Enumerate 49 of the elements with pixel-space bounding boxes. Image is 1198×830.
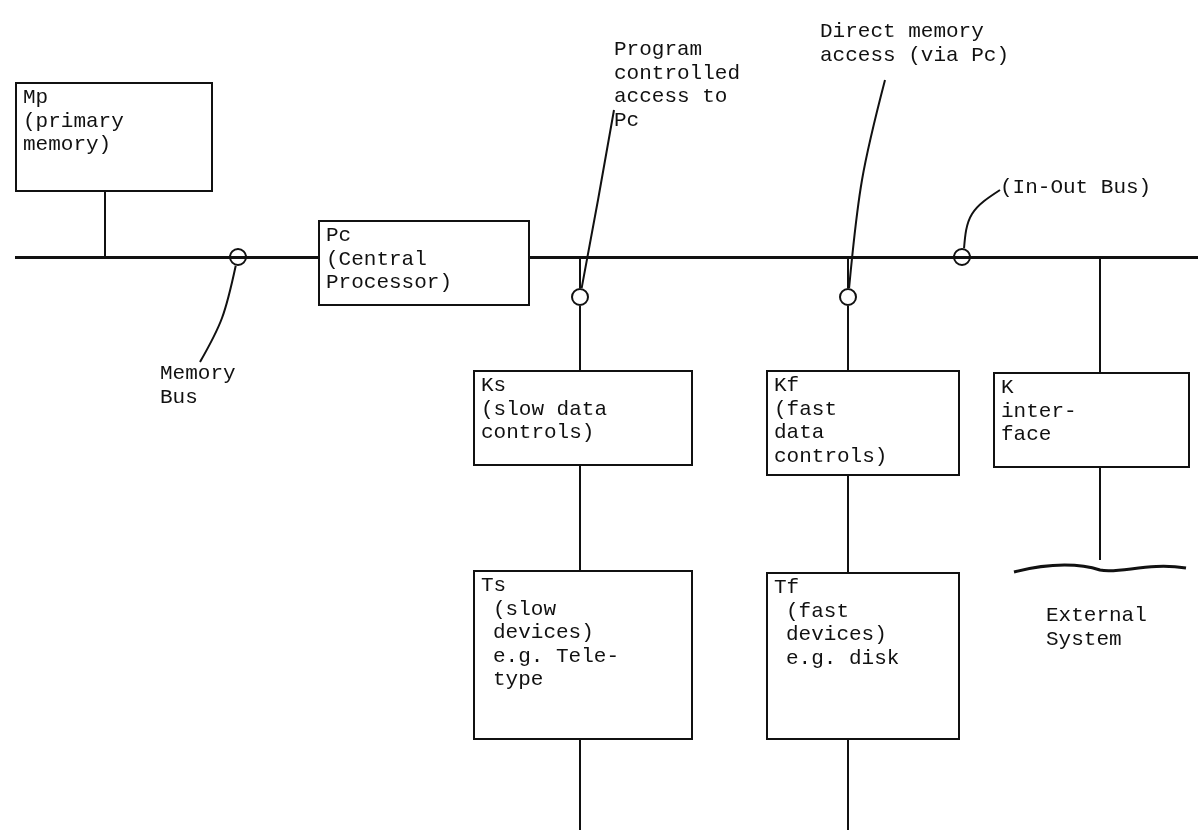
connector-line: [579, 258, 581, 289]
component-box: [766, 370, 960, 476]
connector-line: [579, 739, 581, 830]
component-symbol: Mp: [23, 86, 50, 110]
system-label: External System: [1046, 604, 1148, 652]
component-symbol: Tf: [774, 576, 801, 600]
annotation-text: Program controlled access to Pc: [614, 38, 764, 158]
component-symbol: Pc: [326, 224, 353, 248]
port-circle: [229, 248, 247, 266]
connector-line: [579, 465, 581, 571]
component-description: e.g. disk: [786, 646, 901, 671]
annotation-text: Direct memory access (via Pc): [820, 20, 1035, 80]
bus-line: [15, 256, 318, 259]
leader-line: [848, 79, 886, 290]
leader-line: [199, 264, 237, 363]
annotation-text: (In-Out Bus): [1000, 176, 1190, 206]
port-circle: [839, 288, 857, 306]
port-circle: [571, 288, 589, 306]
component-symbol: Ks: [481, 374, 508, 398]
connector-line: [847, 258, 849, 289]
component-description: (slow data controls): [481, 397, 609, 445]
leader-line: [963, 189, 1001, 250]
component-description: inter- face: [1001, 399, 1078, 447]
connector-line: [847, 739, 849, 830]
component-symbol: Ts: [481, 574, 508, 598]
connector-line: [847, 305, 849, 371]
component-box: [993, 372, 1190, 468]
component-box: [318, 220, 530, 306]
port-circle: [953, 248, 971, 266]
connector-line: [104, 191, 106, 257]
connector-line: [1099, 258, 1101, 373]
component-box: [473, 370, 693, 466]
component-box: [15, 82, 213, 192]
component-symbol: K: [1001, 376, 1015, 400]
component-description: (primary memory): [23, 109, 125, 157]
leader-line: [580, 109, 615, 290]
connector-line: [579, 305, 581, 371]
annotation-text: Memory Bus: [160, 362, 255, 424]
connector-line: [1099, 467, 1101, 561]
connector-line: [847, 475, 849, 573]
component-box: [766, 572, 960, 740]
component-description: (fast data controls): [774, 397, 889, 469]
component-description: (Central Processor): [326, 247, 454, 295]
component-description: (slow devices): [493, 597, 595, 645]
component-description: (fast devices): [786, 599, 888, 647]
bus-line: [530, 256, 1198, 259]
component-box: [473, 570, 693, 740]
component-description: e.g. Tele- type: [493, 644, 621, 692]
component-symbol: Kf: [774, 374, 801, 398]
